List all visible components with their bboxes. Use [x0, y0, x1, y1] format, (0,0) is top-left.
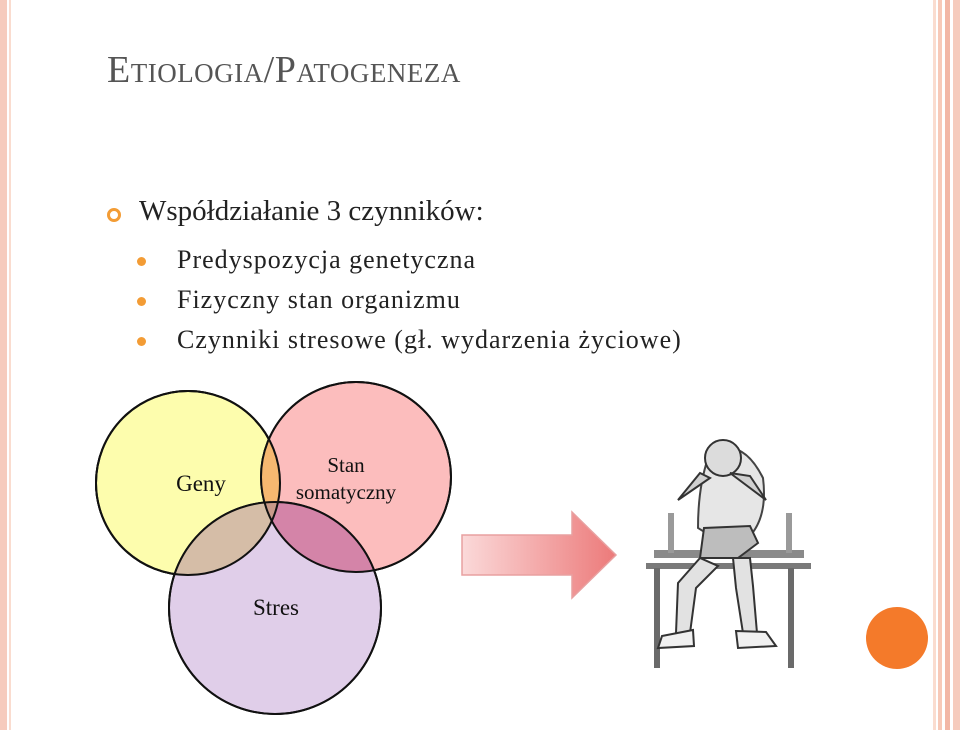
decorative-orange-circle [866, 607, 928, 669]
venn-label-somatic-2: somatyczny [296, 480, 397, 504]
right-stripes-decoration [928, 0, 960, 730]
bullet-dot-icon [137, 257, 146, 266]
left-border-line [9, 0, 11, 730]
venn-outline-somatic [260, 381, 452, 573]
bullet-dot-icon [137, 337, 146, 346]
left-border-decoration [0, 0, 7, 730]
venn-outline-genes [95, 390, 281, 576]
venn-label-genes: Geny [176, 471, 226, 496]
right-arrow-icon [461, 510, 618, 600]
venn-label-stress: Stres [253, 595, 299, 620]
venn-outline-stress [168, 501, 382, 715]
venn-overlap-genes-stress [169, 502, 280, 575]
slide-title: Etiologia/Patogeneza [107, 49, 461, 91]
venn-label-somatic-1: Stan [327, 453, 365, 477]
distressed-man-sitting-icon [638, 418, 818, 678]
venn-overlap-somatic-stress [261, 502, 381, 572]
bullet-ring-icon [107, 208, 121, 222]
venn-diagram: Geny Stan somatyczny Stres [95, 381, 452, 715]
bullet-dot-icon [137, 297, 146, 306]
